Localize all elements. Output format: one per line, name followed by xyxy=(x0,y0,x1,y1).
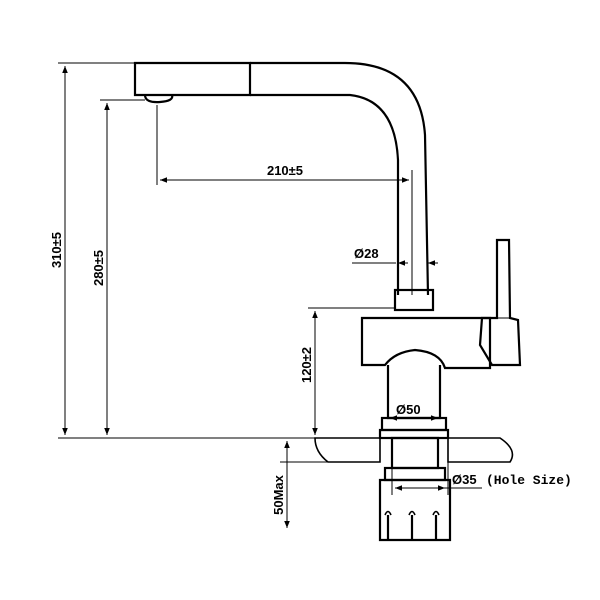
handle-lever xyxy=(478,238,522,367)
spout-joint xyxy=(393,288,435,312)
dim-total-height xyxy=(58,62,315,439)
dim-total-height-label: 310±5 xyxy=(49,232,64,268)
dim-base-diameter-label: Ø50 xyxy=(396,402,421,417)
dim-reach xyxy=(156,105,413,295)
spout-head xyxy=(133,61,252,97)
faucet-body xyxy=(360,316,492,370)
dim-hole-size-value: Ø35 xyxy=(452,472,477,487)
countertop xyxy=(314,437,514,463)
countertop-left xyxy=(314,437,381,463)
spout-arm xyxy=(250,61,430,296)
dim-spout-height xyxy=(100,99,145,435)
dim-handle-height xyxy=(308,307,395,435)
dim-spout-diameter-label: Ø28 xyxy=(354,246,379,261)
dim-handle-height-label: 120±2 xyxy=(299,347,314,383)
dim-hole-size xyxy=(391,462,482,495)
dim-deck-thickness xyxy=(280,441,328,528)
dim-reach-label: 210±5 xyxy=(267,163,303,178)
mounting-shank xyxy=(378,436,452,542)
aerator xyxy=(143,94,174,104)
countertop-right xyxy=(447,437,514,463)
faucet-outline xyxy=(133,61,522,440)
dim-hole-size-note: (Hole Size) xyxy=(486,473,572,488)
dim-spout-height-label: 280±5 xyxy=(91,250,106,286)
base-flange xyxy=(380,416,448,432)
dim-deck-thickness-label: 50Max xyxy=(271,474,286,515)
